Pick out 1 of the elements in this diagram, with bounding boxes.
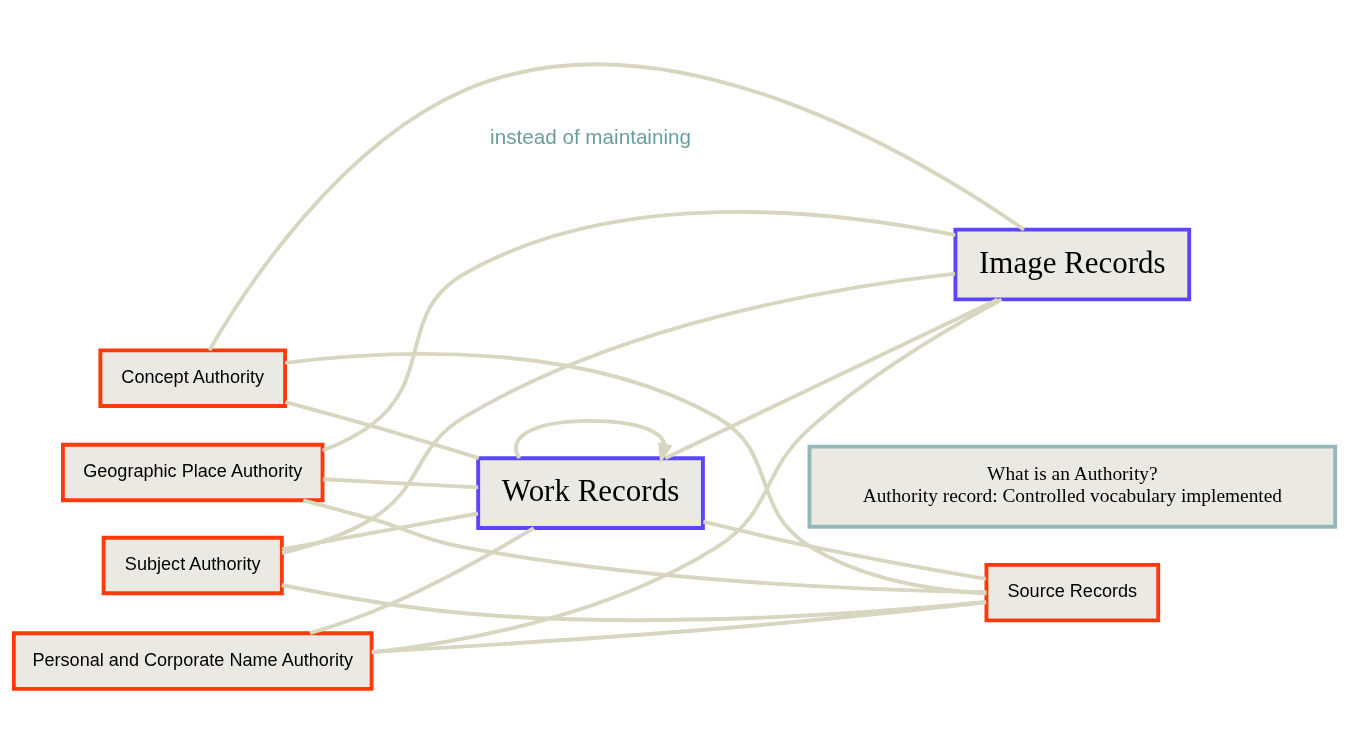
- label: instead of maintaining: [490, 125, 692, 149]
